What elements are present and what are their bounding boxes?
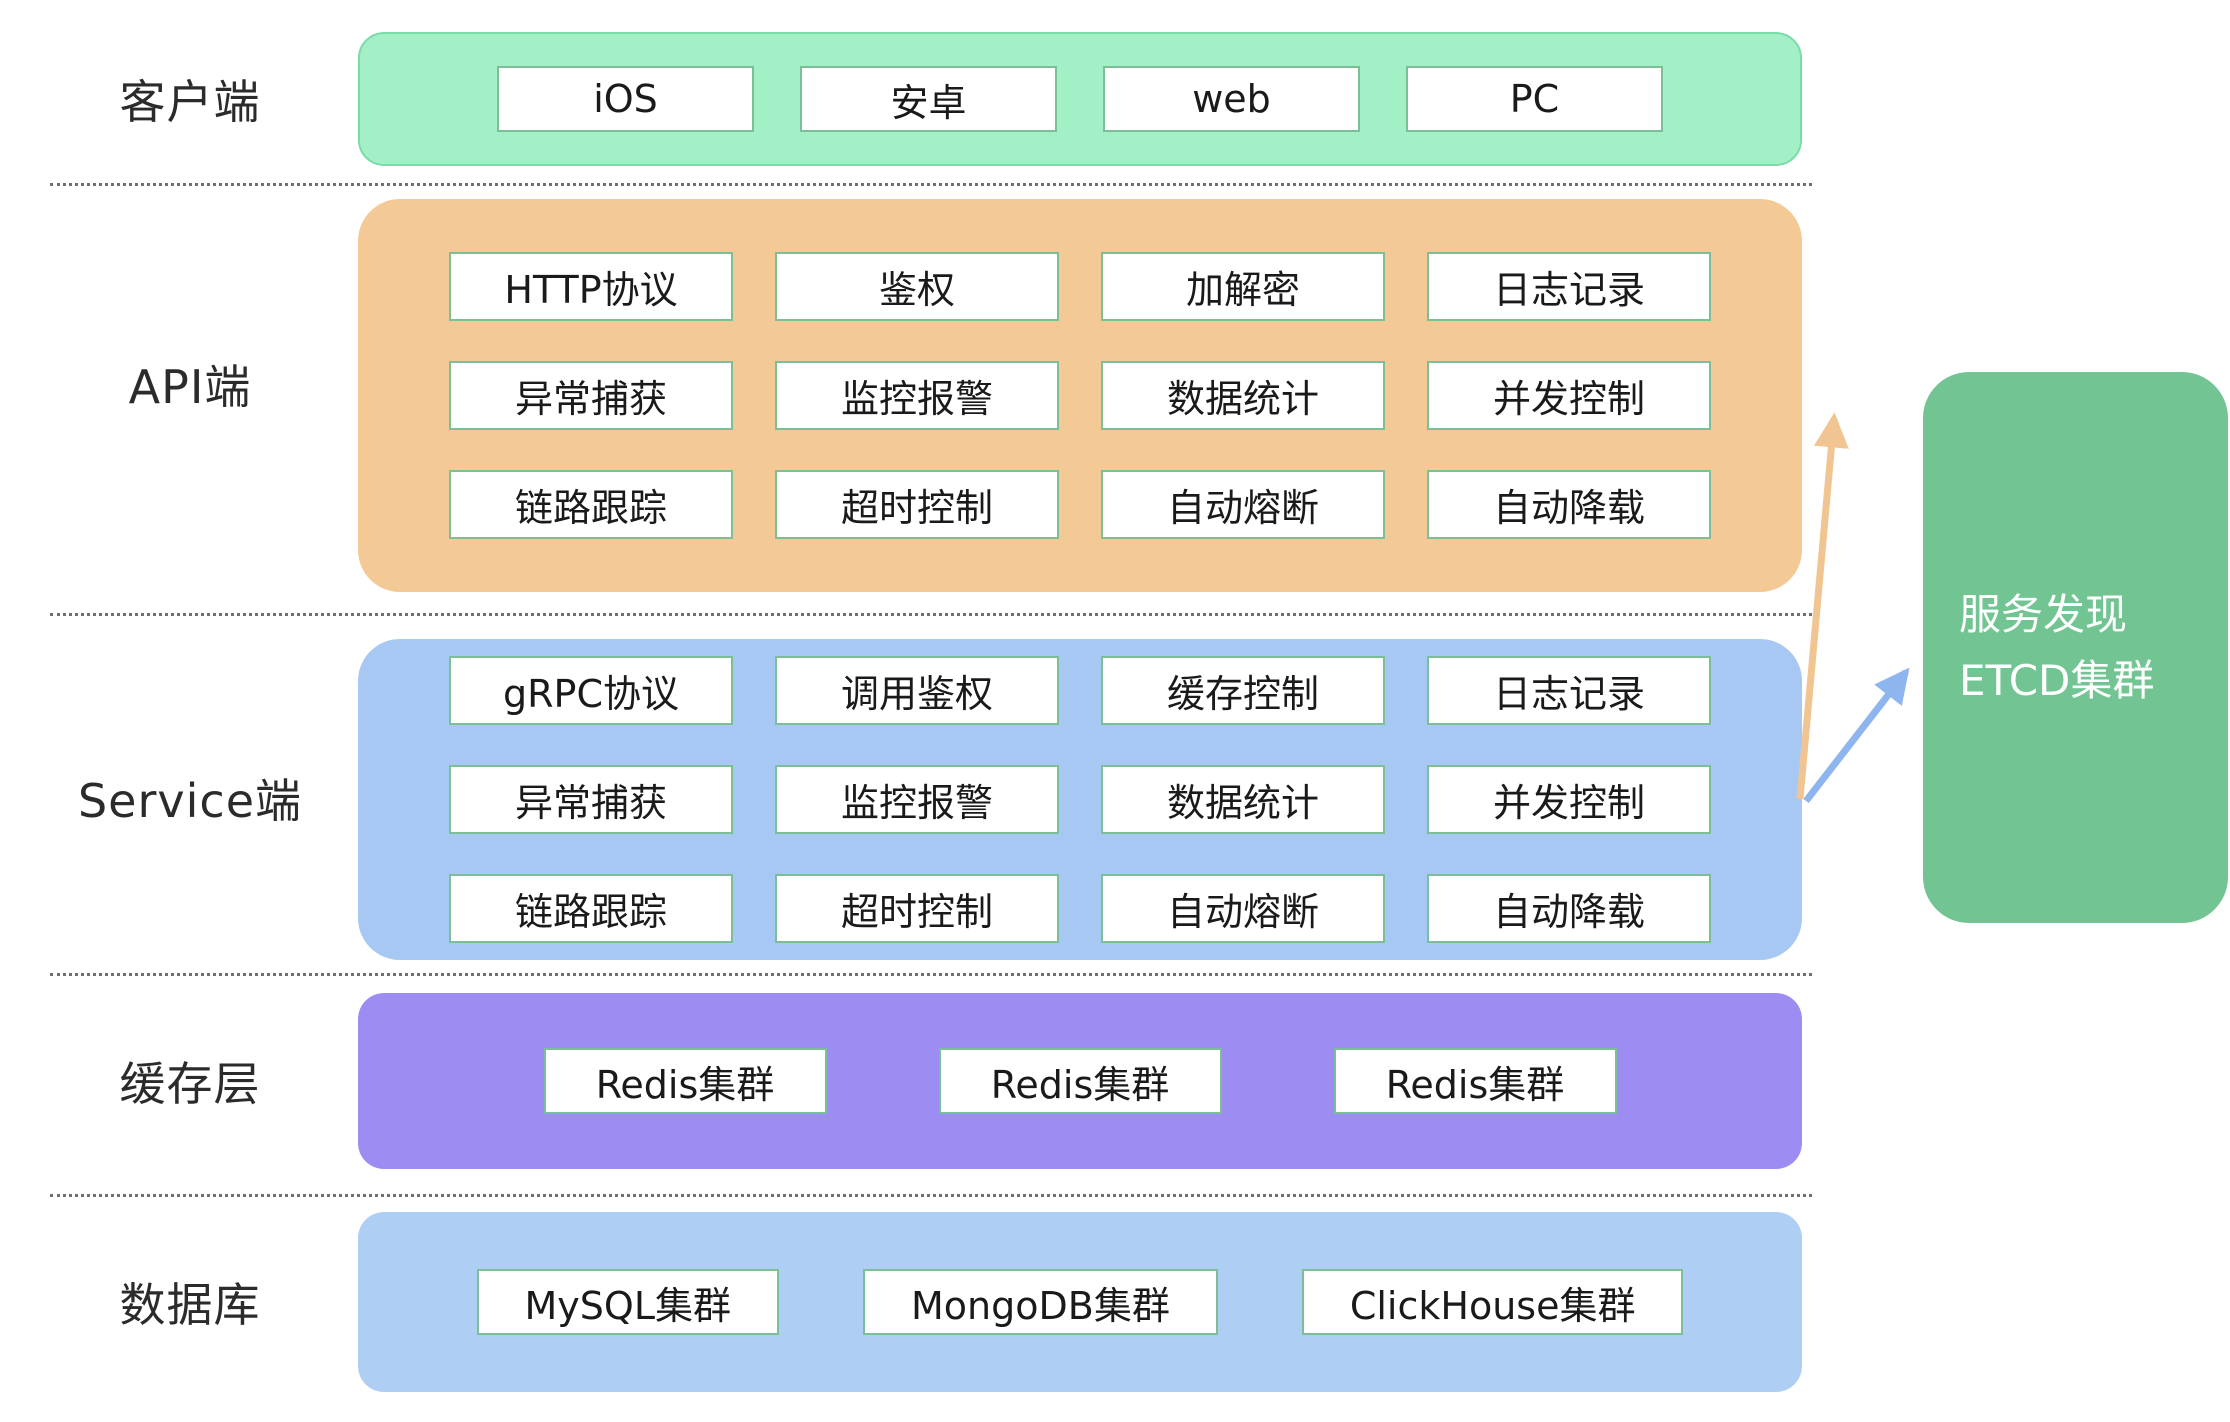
service-layer-block: gRPC协议 调用鉴权 缓存控制 日志记录 异常捕获 监控报警 数据统计 并发控…	[358, 639, 1802, 960]
api-cell: 并发控制	[1427, 361, 1711, 430]
layer-separator	[50, 613, 1812, 616]
api-cell: 鉴权	[775, 252, 1059, 321]
etcd-service-discovery-box: 服务发现 ETCD集群	[1923, 372, 2228, 923]
client-item: 安卓	[800, 66, 1057, 132]
layer-separator	[50, 973, 1812, 976]
service-row: gRPC协议 调用鉴权 缓存控制 日志记录	[358, 656, 1802, 725]
service-cell: 并发控制	[1427, 765, 1711, 834]
arrow-service-to-etcd	[1803, 667, 1910, 804]
api-row: HTTP协议 鉴权 加解密 日志记录	[358, 252, 1802, 321]
db-item: MongoDB集群	[863, 1269, 1218, 1335]
layer-label-api: API端	[128, 360, 252, 414]
service-cell: 自动熔断	[1101, 874, 1385, 943]
api-cell: 自动熔断	[1101, 470, 1385, 539]
service-cell: 自动降载	[1427, 874, 1711, 943]
api-cell: HTTP协议	[449, 252, 733, 321]
layer-label-service: Service端	[77, 774, 302, 828]
arrow-service-to-api-discovery	[1796, 412, 1849, 800]
cache-layer-block: Redis集群 Redis集群 Redis集群	[358, 993, 1802, 1169]
service-cell: gRPC协议	[449, 656, 733, 725]
service-cell: 监控报警	[775, 765, 1059, 834]
client-item: PC	[1406, 66, 1663, 132]
cache-item: Redis集群	[1333, 1048, 1617, 1114]
etcd-label-line2: ETCD集群	[1959, 655, 2155, 705]
cache-item: Redis集群	[938, 1048, 1222, 1114]
api-cell: 自动降载	[1427, 470, 1711, 539]
db-item: MySQL集群	[476, 1269, 779, 1335]
cache-item: Redis集群	[543, 1048, 827, 1114]
api-cell: 异常捕获	[449, 361, 733, 430]
client-layer-block: iOS 安卓 web PC	[358, 32, 1802, 166]
db-item: ClickHouse集群	[1301, 1269, 1684, 1335]
service-cell: 日志记录	[1427, 656, 1711, 725]
service-row: 异常捕获 监控报警 数据统计 并发控制	[358, 765, 1802, 834]
layer-label-cache: 缓存层	[119, 1057, 261, 1111]
api-row: 链路跟踪 超时控制 自动熔断 自动降载	[358, 470, 1802, 539]
layer-label-client: 客户端	[119, 75, 261, 129]
layer-separator	[50, 183, 1812, 186]
service-cell: 调用鉴权	[775, 656, 1059, 725]
api-cell: 超时控制	[775, 470, 1059, 539]
service-cell: 链路跟踪	[449, 874, 733, 943]
api-cell: 日志记录	[1427, 252, 1711, 321]
layer-label-db: 数据库	[119, 1278, 261, 1332]
database-layer-block: MySQL集群 MongoDB集群 ClickHouse集群	[358, 1212, 1802, 1392]
api-cell: 加解密	[1101, 252, 1385, 321]
api-cell: 链路跟踪	[449, 470, 733, 539]
layer-separator	[50, 1194, 1812, 1197]
service-cell: 缓存控制	[1101, 656, 1385, 725]
api-row: 异常捕获 监控报警 数据统计 并发控制	[358, 361, 1802, 430]
etcd-label-line1: 服务发现	[1959, 590, 2128, 640]
api-cell: 数据统计	[1101, 361, 1385, 430]
api-cell: 监控报警	[775, 361, 1059, 430]
service-cell: 异常捕获	[449, 765, 733, 834]
client-item: web	[1103, 66, 1360, 132]
client-item: iOS	[497, 66, 754, 132]
service-cell: 超时控制	[775, 874, 1059, 943]
service-cell: 数据统计	[1101, 765, 1385, 834]
api-layer-block: HTTP协议 鉴权 加解密 日志记录 异常捕获 监控报警 数据统计 并发控制 链…	[358, 199, 1802, 592]
service-row: 链路跟踪 超时控制 自动熔断 自动降载	[358, 874, 1802, 943]
